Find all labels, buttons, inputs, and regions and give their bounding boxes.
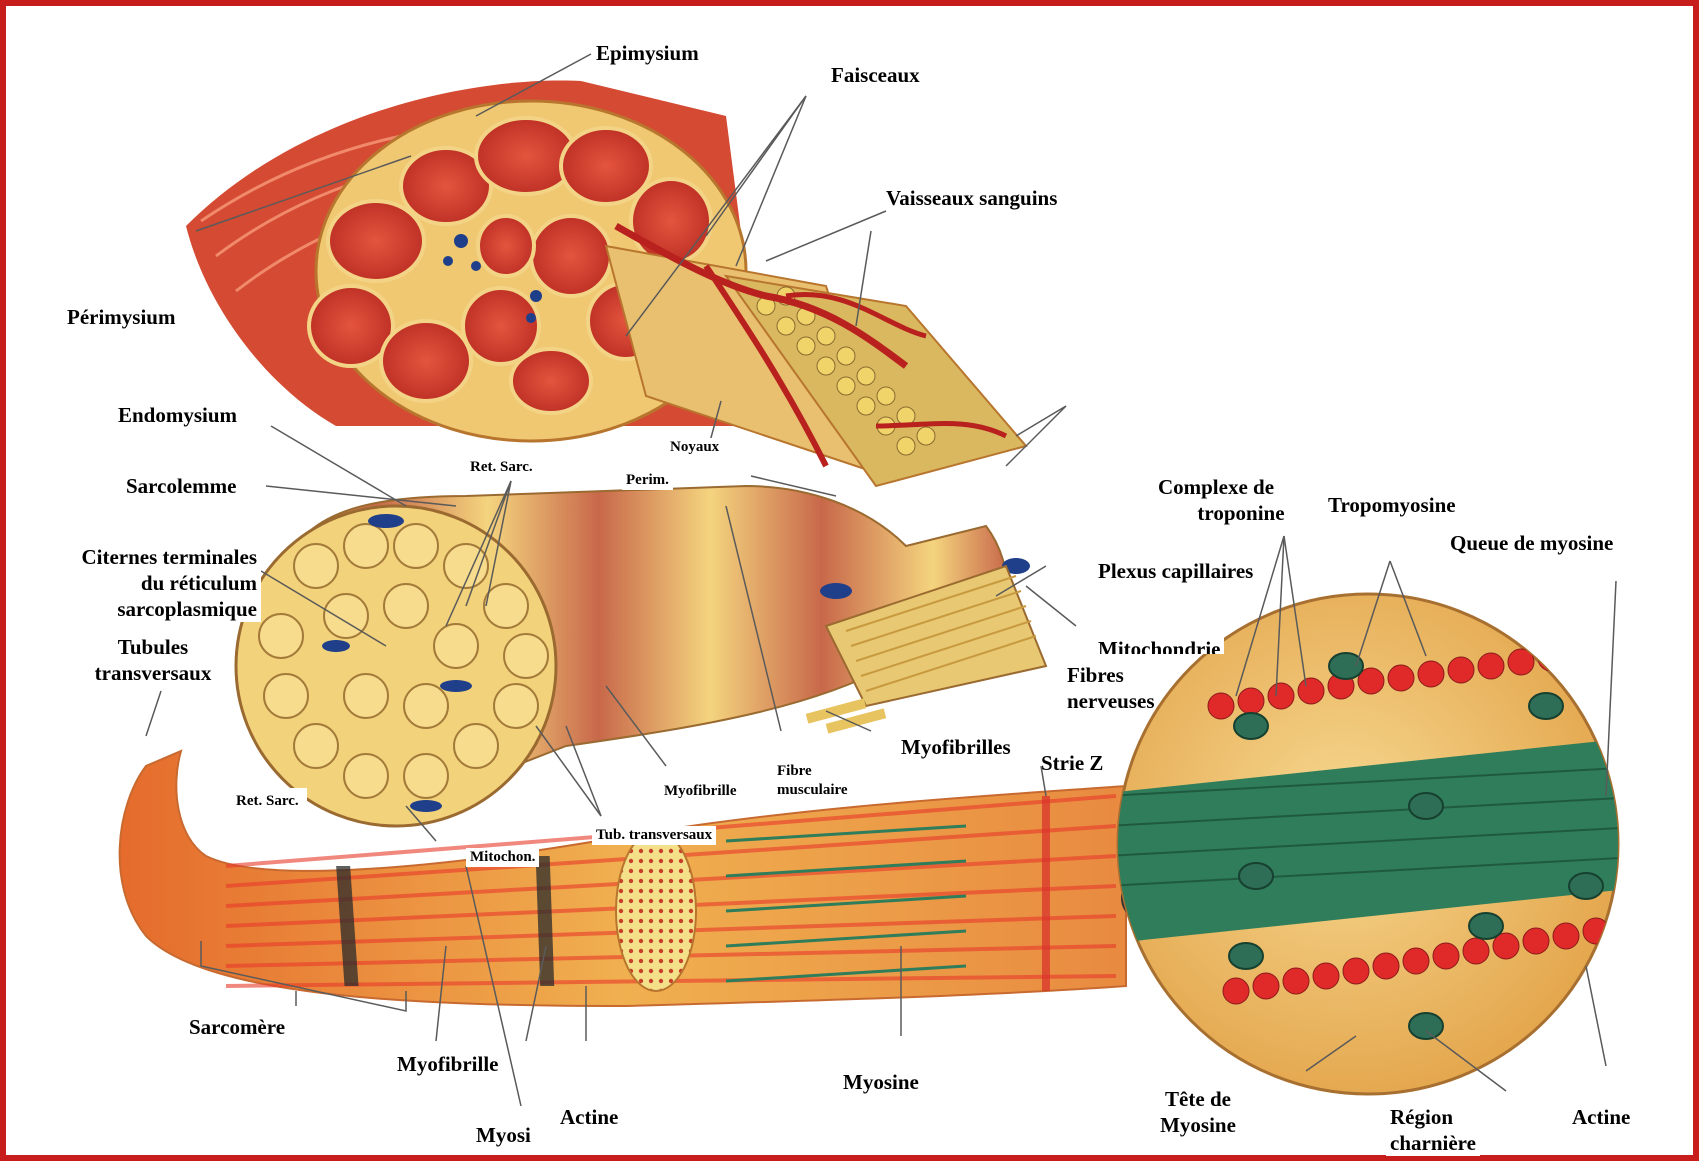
label-queue-myosine: Queue de myosine — [1446, 530, 1617, 556]
label-myosi-truncated: Myosi — [472, 1122, 540, 1148]
label-tete-myosine-line2: Myosine — [1150, 1112, 1246, 1138]
label-fibre-musculaire-line2: musculaire — [777, 781, 848, 800]
label-perim: Perim. — [622, 471, 673, 490]
label-fibres-line2: nerveuses — [1067, 688, 1155, 714]
label-faisceaux: Faisceaux — [831, 62, 920, 88]
label-citernes-terminales: Citernes terminales du réticulum sarcopl… — [51, 544, 261, 622]
label-perimysium: Périmysium — [67, 304, 175, 330]
label-myofibrilles: Myofibrilles — [901, 734, 1011, 760]
label-tete-myosine-line1: Tête de — [1150, 1086, 1246, 1112]
label-myosine: Myosine — [843, 1069, 919, 1095]
label-myofibrille-bottom: Myofibrille — [397, 1051, 498, 1077]
label-actine-right: Actine — [1572, 1104, 1630, 1130]
label-noyaux: Noyaux — [666, 438, 723, 457]
label-complexe-troponine-line2: troponine — [1146, 500, 1286, 526]
label-fibre-musculaire-line1: Fibre — [777, 762, 848, 781]
label-citernes-line1: Citernes terminales — [55, 544, 257, 570]
label-sarcomere: Sarcomère — [189, 1014, 285, 1040]
label-tub-transversaux: Tub. transversaux — [592, 826, 716, 845]
label-region-line2: charnière — [1390, 1130, 1476, 1156]
label-tubules-line1: Tubules — [86, 634, 220, 660]
myofibril-cross-section — [616, 831, 696, 991]
label-myofibrille-mid: Myofibrille — [660, 782, 740, 801]
label-mitochondrie: Mitochondrie — [1094, 636, 1224, 654]
label-citernes-line3: sarcoplasmique — [55, 596, 257, 622]
label-complexe-troponine: Complexe de troponine — [1146, 474, 1286, 526]
label-actine-left: Actine — [560, 1104, 618, 1130]
label-sarcolemme: Sarcolemme — [126, 473, 236, 499]
label-fibre-musculaire: Fibre musculaire — [773, 762, 852, 800]
label-fibres-nerveuses: Fibres nerveuses — [1067, 662, 1155, 714]
label-ret-sarc-top: Ret. Sarc. — [466, 458, 537, 477]
label-tropomyosine: Tropomyosine — [1328, 492, 1456, 518]
label-tete-myosine: Tête de Myosine — [1146, 1086, 1250, 1138]
label-tubules-transversaux: Tubules transversaux — [82, 634, 224, 686]
label-plexus-capillaires: Plexus capillaires — [1098, 558, 1253, 584]
label-tubules-line2: transversaux — [86, 660, 220, 686]
label-region-line1: Région — [1390, 1104, 1476, 1130]
label-mitochon: Mitochon. — [466, 848, 539, 867]
label-fibres-line1: Fibres — [1067, 662, 1155, 688]
label-epimysium: Epimysium — [592, 40, 703, 66]
label-complexe-troponine-line1: Complexe de — [1146, 474, 1286, 500]
label-region-charniere: Région charnière — [1386, 1104, 1480, 1156]
label-vaisseaux-sanguins: Vaisseaux sanguins — [886, 185, 1057, 211]
label-endomysium: Endomysium — [118, 402, 237, 428]
label-strie-z: Strie Z — [1041, 750, 1103, 776]
label-ret-sarc-bottom: Ret. Sarc. — [228, 788, 307, 815]
label-citernes-line2: du réticulum — [55, 570, 257, 596]
